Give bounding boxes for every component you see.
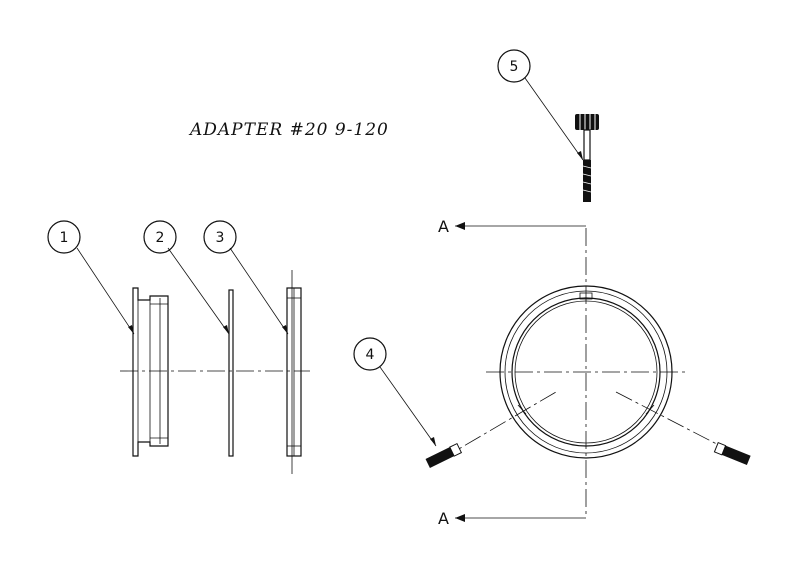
section-label-top: A [438, 217, 449, 236]
part-5-thumb-screw [575, 114, 599, 202]
svg-text:5: 5 [510, 59, 519, 75]
svg-text:3: 3 [216, 230, 225, 246]
balloon-3: 3 [203, 220, 237, 254]
balloon-5: 5 [497, 49, 531, 83]
drawing-title: ADAPTER #20 9-120 [188, 120, 389, 140]
front-view-ring [439, 228, 737, 518]
part-1-adapter-body [120, 287, 310, 457]
part-3-ring [286, 270, 302, 474]
balloon-1: 1 [47, 220, 81, 254]
svg-text:4: 4 [366, 347, 375, 363]
part-2-gasket [228, 289, 234, 457]
balloon-2: 2 [143, 220, 177, 254]
part-4-set-screw [425, 441, 751, 468]
svg-text:2: 2 [156, 230, 165, 246]
section-label-bottom: A [438, 509, 449, 528]
leader-lines [76, 77, 584, 447]
section-line-a: A A [438, 217, 586, 528]
svg-text:1: 1 [60, 230, 69, 246]
balloon-4: 4 [353, 337, 387, 371]
